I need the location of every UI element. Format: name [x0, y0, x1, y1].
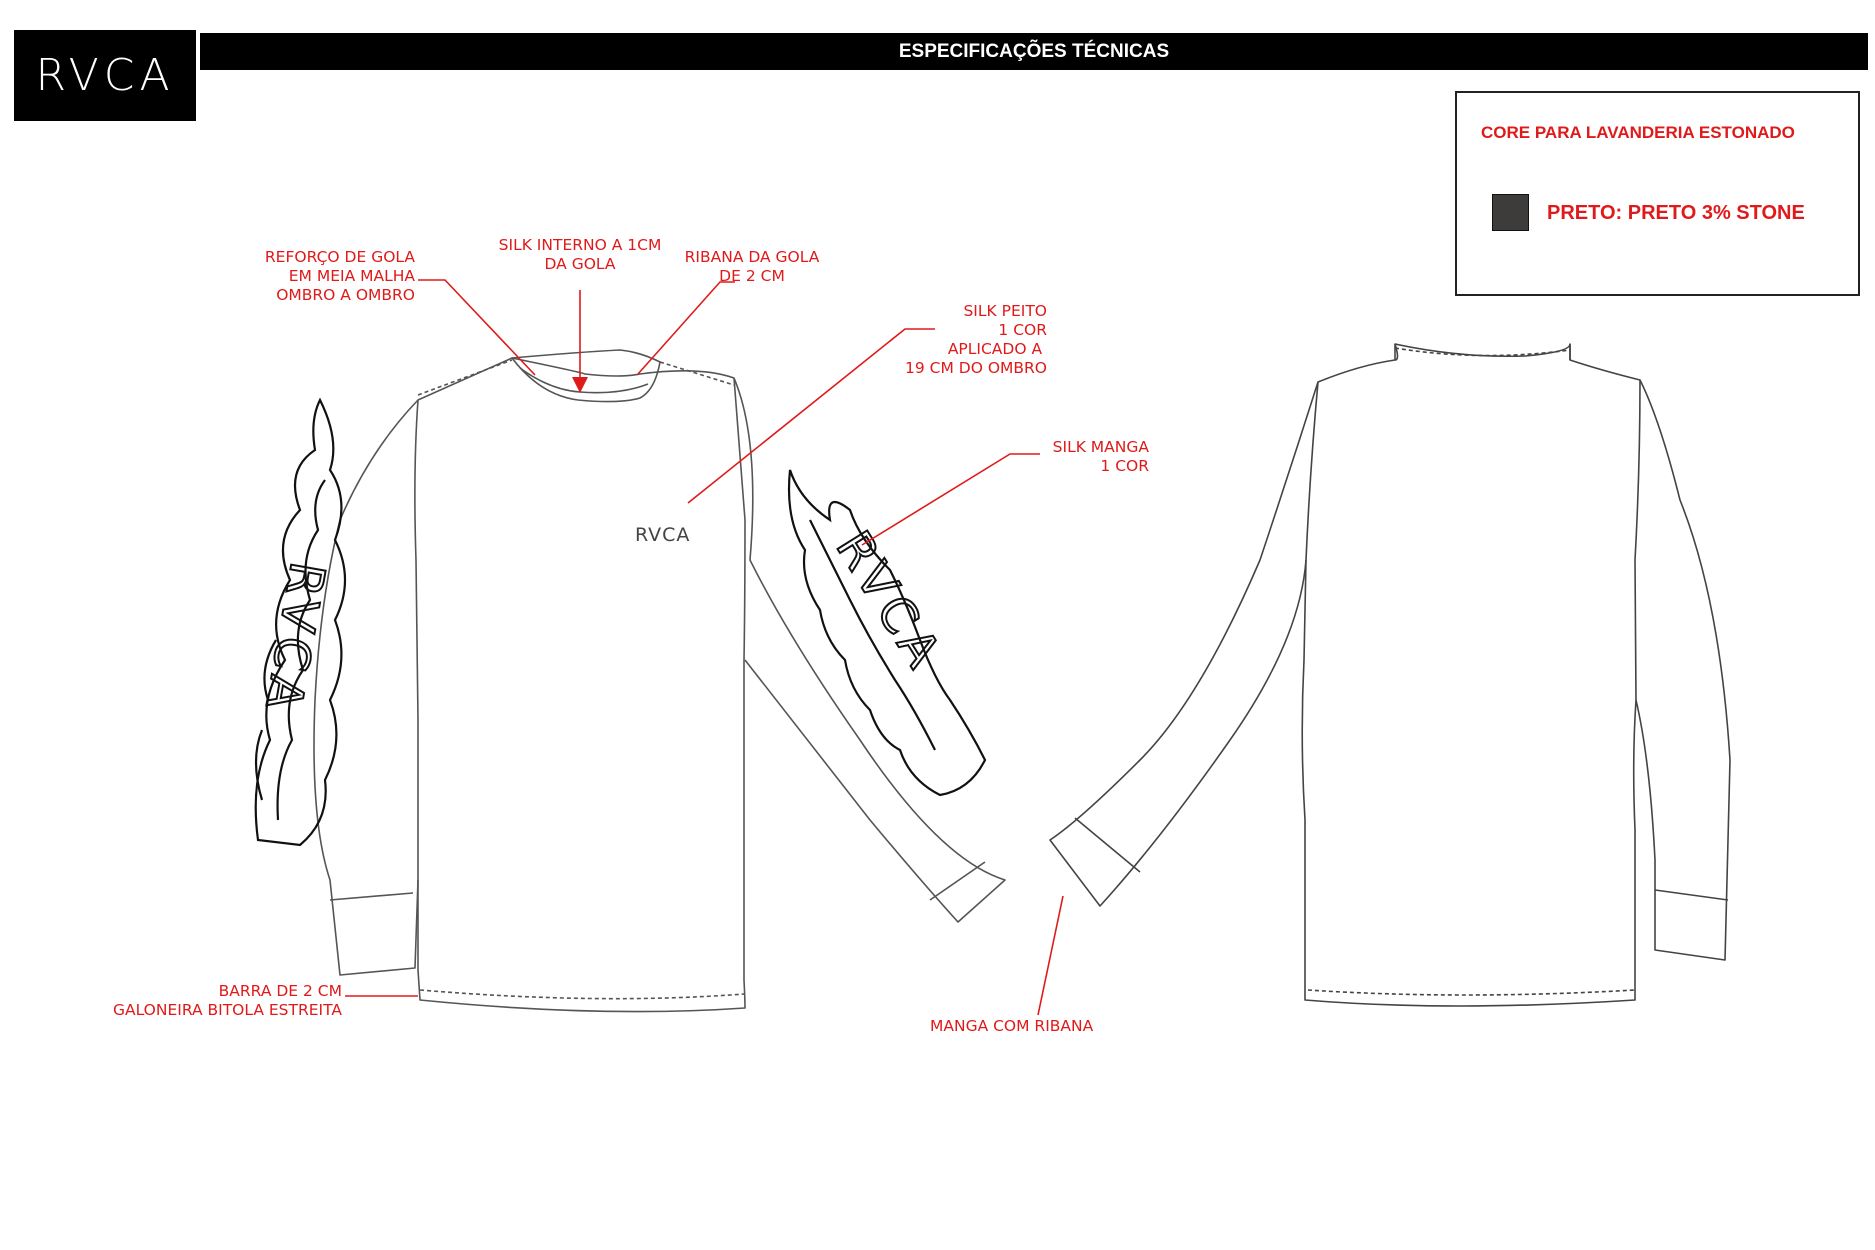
- note-silk-manga: SILK MANGA 1 COR: [1052, 438, 1149, 475]
- chest-logo: RVCA: [635, 524, 690, 546]
- back-tshirt-sketch: [1049, 343, 1731, 1007]
- color-spec-box: CORE PARA LAVANDERIA ESTONADO PRETO: PRE…: [1455, 91, 1860, 296]
- color-spec-title: CORE PARA LAVANDERIA ESTONADO: [1481, 123, 1795, 142]
- note-silk-peito: SILK PEITO 1 COR APLICADO A 19 CM DO OMB…: [904, 302, 1047, 377]
- left-sleeve-logo: RVCA: [253, 558, 335, 719]
- note-silk-interno: SILK INTERNO A 1CM DA GOLA: [498, 236, 662, 273]
- color-swatch-label: PRETO: PRETO 3% STONE: [1547, 202, 1805, 224]
- note-reforco-gola: REFORÇO DE GOLA EM MEIA MALHA OMBRO A OM…: [264, 248, 415, 304]
- front-tshirt-sketch: [313, 349, 1006, 1013]
- brand-logo: RVCA: [14, 30, 196, 121]
- leader-ribana-gola: [637, 281, 735, 375]
- leader-reforco-gola: [418, 279, 536, 376]
- page-title: ESPECIFICAÇÕES TÉCNICAS: [898, 40, 1170, 62]
- brand-logo-text: RVCA: [35, 50, 175, 101]
- left-sleeve-flame-print: [254, 397, 347, 847]
- note-barra: BARRA DE 2 CM GALONEIRA BITOLA ESTREITA: [112, 982, 342, 1019]
- callout-leader-lines: [345, 279, 1064, 1016]
- leader-silk-peito: [687, 328, 935, 504]
- note-manga-ribana: MANGA COM RIBANA: [930, 1017, 1094, 1035]
- leader-manga-ribana: [1037, 895, 1064, 1016]
- right-sleeve-flame-print: [787, 469, 987, 797]
- color-swatch: [1492, 194, 1529, 231]
- title-bar: ESPECIFICAÇÕES TÉCNICAS: [200, 33, 1868, 70]
- note-ribana-gola: RIBANA DA GOLA DE 2 CM: [684, 248, 820, 285]
- leader-silk-manga: [861, 453, 1040, 546]
